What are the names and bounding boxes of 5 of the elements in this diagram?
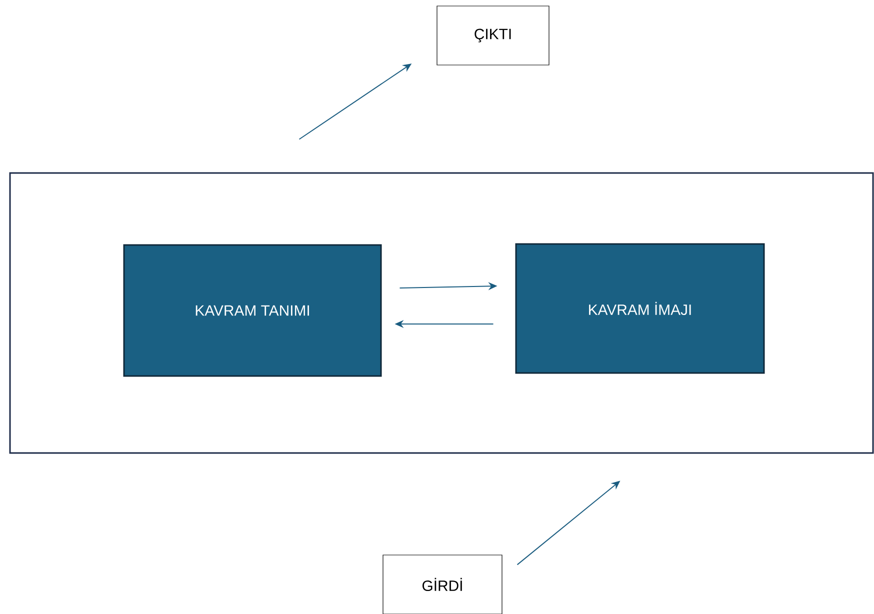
concept-box: KAVRAM İMAJI (515, 243, 765, 374)
text-box: GİRDİ (382, 554, 502, 614)
concept-box: KAVRAM TANIMI (123, 244, 382, 377)
frame-box (9, 172, 874, 454)
text-box: ÇIKTI (436, 6, 550, 66)
